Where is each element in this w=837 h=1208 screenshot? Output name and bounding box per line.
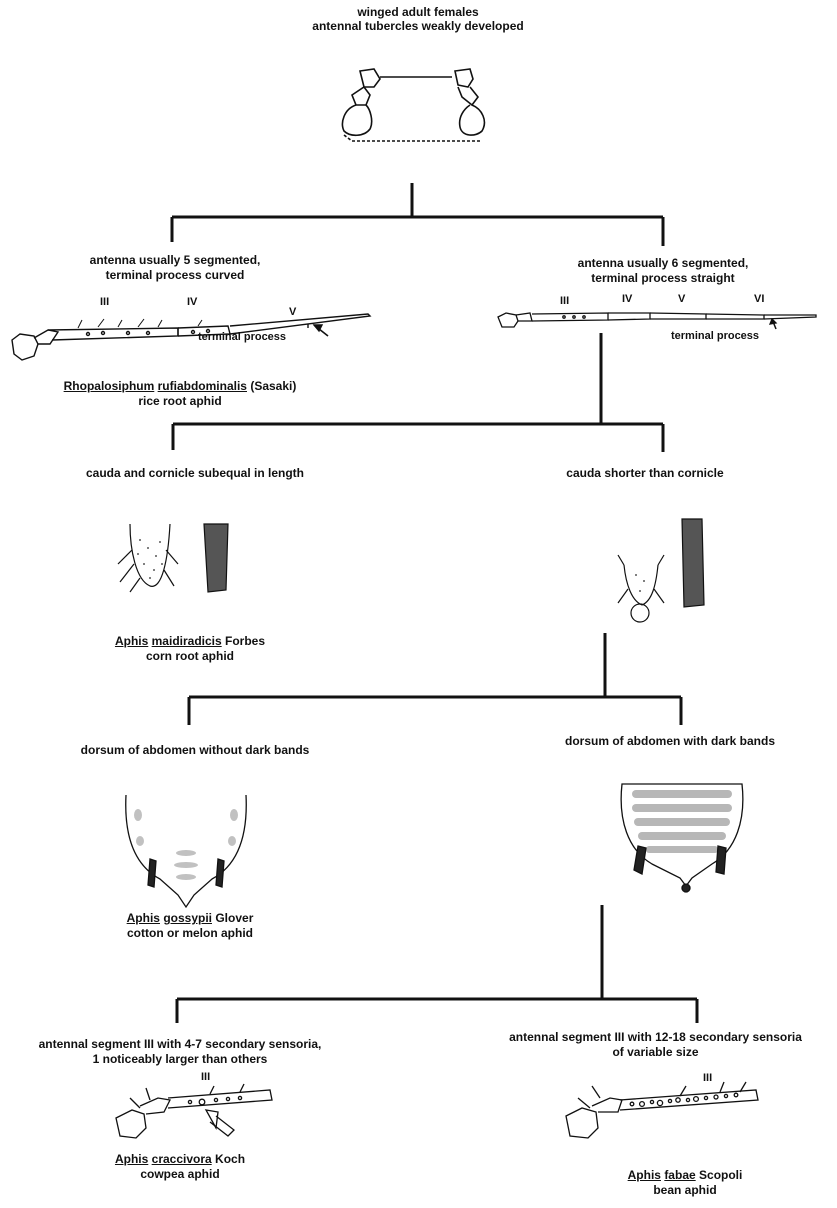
couplet2-left-text: cauda and cornicle subequal in length bbox=[85, 466, 305, 480]
aphis-maidiradicis-species-name: Aphis maidiradicis Forbes bbox=[114, 634, 266, 648]
aphis-craccivora-species-name: Aphis craccivora Koch bbox=[114, 1152, 246, 1166]
aphis-fabae-species-name: Aphis fabae Scopoli bbox=[627, 1168, 743, 1182]
couplet3-right-text: dorsum of abdomen with dark bands bbox=[564, 734, 776, 748]
couplet4-right-line-1: antennal segment III with 12-18 secondar… bbox=[509, 1030, 802, 1044]
couplet4-right-line-2: of variable size bbox=[612, 1045, 699, 1059]
segment-label-iii: III bbox=[100, 296, 110, 308]
segment-label-v-right: V bbox=[678, 293, 686, 305]
segment-label-iv-right: IV bbox=[622, 293, 633, 305]
antenna-fabae-illustration bbox=[565, 1081, 759, 1139]
terminal-process-label-left: terminal process bbox=[198, 331, 287, 343]
couplet4-left-line-2: 1 noticeably larger than others bbox=[92, 1052, 268, 1066]
antenna-5-segmented-illustration bbox=[11, 313, 372, 361]
cauda-shorter-than-cornicle-illustration bbox=[617, 518, 705, 623]
antenna-craccivora-illustration bbox=[115, 1083, 273, 1139]
segment-label-v: V bbox=[289, 306, 297, 318]
header-line-1: winged adult females bbox=[357, 5, 479, 19]
head-tubercles-illustration bbox=[341, 68, 486, 142]
couplet3-left-text: dorsum of abdomen without dark bands bbox=[80, 743, 310, 757]
aphis-craccivora-common-name: cowpea aphid bbox=[140, 1167, 220, 1181]
aphis-maidiradicis-common-name: corn root aphid bbox=[146, 649, 234, 663]
aphis-gossypii-common-name: cotton or melon aphid bbox=[127, 926, 253, 940]
rhopalosiphum-species-name: Rhopalosiphum rufiabdominalis (Sasaki) bbox=[63, 379, 297, 393]
aphis-gossypii-species-name: Aphis gossypii Glover bbox=[126, 911, 254, 925]
couplet1-right-line-2: terminal process straight bbox=[591, 271, 735, 285]
abdomen-without-dark-bands-illustration bbox=[125, 794, 247, 909]
couplet4-left-line-1: antennal segment III with 4-7 secondary … bbox=[38, 1037, 322, 1051]
cauda-cornicle-subequal-illustration bbox=[117, 523, 229, 593]
aphis-fabae-common-name: bean aphid bbox=[653, 1183, 717, 1197]
terminal-process-label-right: terminal process bbox=[671, 330, 760, 342]
couplet1-left-line-1: antenna usually 5 segmented, bbox=[89, 253, 261, 267]
couplet2-right-text: cauda shorter than cornicle bbox=[566, 466, 724, 480]
couplet1-left-line-2: terminal process curved bbox=[105, 268, 245, 282]
segment-label-iv: IV bbox=[187, 296, 198, 308]
rhopalosiphum-common-name: rice root aphid bbox=[138, 394, 222, 408]
segment-label-iii-right: III bbox=[560, 295, 570, 307]
antenna-6-segmented-illustration bbox=[497, 312, 817, 330]
header-line-2: antennal tubercles weakly developed bbox=[312, 19, 524, 33]
couplet1-right-line-1: antenna usually 6 segmented, bbox=[577, 256, 749, 270]
segment-label-iii-fabae: III bbox=[703, 1072, 713, 1084]
segment-label-vi-right: VI bbox=[754, 293, 765, 305]
segment-label-iii-craccivora: III bbox=[201, 1071, 211, 1083]
abdomen-with-dark-bands-illustration bbox=[620, 783, 744, 893]
